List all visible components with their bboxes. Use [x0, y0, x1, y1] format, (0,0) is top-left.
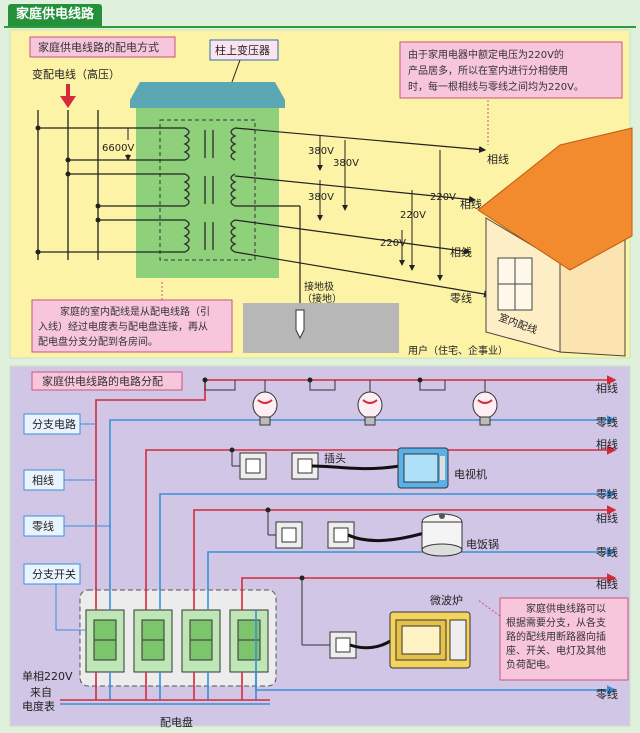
- page-header: 家庭供电线路: [4, 4, 636, 28]
- svg-text:家庭的室内配线是从配电线路（引: 家庭的室内配线是从配电线路（引: [60, 305, 210, 318]
- svg-text:接地极: 接地极: [304, 280, 334, 293]
- single-phase-label: 单相220V: [22, 670, 73, 683]
- house-roof: [477, 127, 633, 271]
- bulb-icon: [252, 391, 278, 426]
- ground-block: [243, 303, 399, 353]
- svg-text:相线: 相线: [487, 152, 509, 166]
- svg-text:220V: 220V: [400, 210, 426, 221]
- tv-icon: [397, 447, 449, 489]
- coils: [183, 127, 237, 253]
- transformer-label: 柱上变压器: [215, 43, 270, 57]
- tv-label: 电视机: [454, 467, 487, 481]
- legend-switch: 分支开关: [32, 567, 76, 581]
- svg-text:相线: 相线: [596, 381, 618, 395]
- svg-text:座、开关、电灯及其他: 座、开关、电灯及其他: [506, 644, 606, 657]
- svg-text:380V: 380V: [308, 192, 334, 203]
- svg-text:相线: 相线: [596, 577, 618, 591]
- plug-label: 插头: [324, 451, 346, 465]
- svg-text:家庭供电线路可以: 家庭供电线路可以: [526, 602, 606, 615]
- cooker-label: 电饭锅: [466, 538, 499, 551]
- svg-text:相线: 相线: [596, 437, 618, 451]
- bulbs: [204, 380, 498, 426]
- breakers: [85, 609, 269, 673]
- svg-text:零线: 零线: [596, 415, 618, 429]
- svg-text:负荷配电。: 负荷配电。: [506, 658, 556, 671]
- svg-text:（接地）: （接地）: [302, 292, 342, 305]
- svg-text:零线: 零线: [596, 545, 618, 559]
- svg-text:电度表: 电度表: [22, 699, 55, 713]
- rice-cooker-icon: [421, 513, 463, 557]
- page-title: 家庭供电线路: [8, 4, 103, 26]
- hv-arrow-icon: [60, 84, 76, 108]
- svg-text:相线: 相线: [596, 511, 618, 525]
- v6600-label: 6600V: [102, 143, 134, 154]
- svg-text:零线: 零线: [450, 291, 472, 305]
- note-bottom-box: [499, 597, 629, 681]
- svg-text:相线: 相线: [460, 197, 482, 211]
- top-panel-title: 家庭供电线路的配电方式: [38, 40, 159, 54]
- svg-text:来自: 来自: [30, 686, 52, 699]
- hv-label: 变配电线（高压）: [32, 67, 120, 81]
- user-label: 用户（住宅、企事业）: [408, 344, 508, 357]
- svg-text:零线: 零线: [596, 487, 618, 501]
- svg-text:根据需要分支，从各支: 根据需要分支，从各支: [506, 616, 606, 629]
- svg-text:路的配线用断路器向插: 路的配线用断路器向插: [506, 630, 606, 643]
- note-right-box: [399, 41, 623, 99]
- legend: [23, 413, 81, 585]
- svg-text:入线）经过电度表与配电盘连接，再从: 入线）经过电度表与配电盘连接，再从: [38, 320, 208, 333]
- outlets: [231, 450, 357, 659]
- svg-text:时，每一根相线与零线之间均为220V。: 时，每一根相线与零线之间均为220V。: [408, 80, 584, 93]
- bulb-icon: [472, 391, 498, 426]
- bottom-panel-title: 家庭供电线路的电路分配: [42, 374, 163, 388]
- microwave-label: 微波炉: [430, 593, 463, 607]
- svg-text:配电盘分支分配到各房间。: 配电盘分支分配到各房间。: [38, 335, 158, 348]
- legend-neutral: 零线: [32, 519, 54, 533]
- svg-text:220V: 220V: [380, 238, 406, 249]
- distribution-board: [79, 589, 277, 687]
- transformer-roof: [130, 82, 285, 100]
- svg-text:零线: 零线: [596, 687, 618, 701]
- legend-phase: 相线: [32, 473, 54, 487]
- svg-text:相线: 相线: [450, 245, 472, 259]
- microwave-icon: [389, 611, 471, 669]
- svg-text:产品居多，所以在室内进行分相使用: 产品居多，所以在室内进行分相使用: [408, 64, 568, 77]
- note-left-box: [31, 299, 233, 353]
- bulb-icon: [357, 391, 383, 426]
- panel-board-label: 配电盘: [160, 715, 193, 729]
- top-panel-title-box: [29, 36, 176, 58]
- svg-text:380V: 380V: [308, 146, 334, 157]
- legend-branch: 分支电路: [32, 418, 76, 431]
- svg-text:380V: 380V: [333, 158, 359, 169]
- svg-text:由于家用电器中额定电压为220V的: 由于家用电器中额定电压为220V的: [408, 48, 564, 61]
- bottom-panel: 家庭供电线路的电路分配: [9, 365, 631, 729]
- top-panel: 家庭供电线路的配电方式 变配电线（高压） 柱上变压器: [9, 29, 633, 359]
- svg-text:220V: 220V: [430, 192, 456, 203]
